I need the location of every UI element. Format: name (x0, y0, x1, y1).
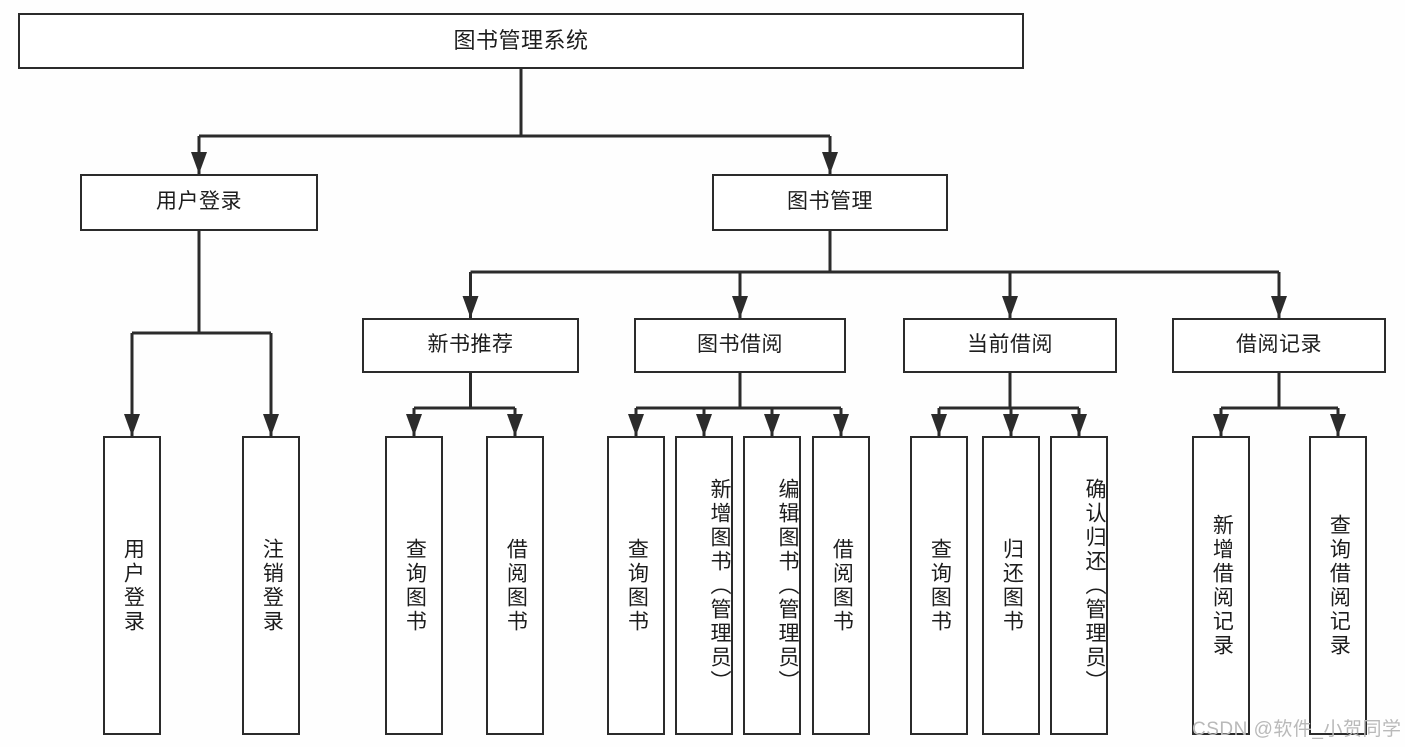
node-label: 注销登录 (260, 537, 284, 634)
edge-arrowhead (931, 414, 947, 436)
edge-arrowhead (822, 152, 838, 174)
node-bookmgmt[interactable]: 图书管理 (712, 174, 948, 231)
node-label: 编辑图书（管理员） (776, 477, 799, 694)
watermark-text: CSDN @软件_小贺同学 (1192, 719, 1402, 740)
node-label: 查询图书 (625, 537, 649, 634)
node-root[interactable]: 图书管理系统 (18, 13, 1024, 69)
node-current[interactable]: 当前借阅 (903, 318, 1117, 373)
edge-arrowhead (696, 414, 712, 436)
node-label: 查询图书 (928, 537, 952, 634)
node-l-q3[interactable]: 查询图书 (910, 436, 968, 735)
edge-arrowhead (1330, 414, 1346, 436)
node-label: 查询图书 (403, 537, 427, 634)
edge-arrowhead (191, 152, 207, 174)
node-label: 新增借阅记录 (1210, 513, 1234, 658)
node-login[interactable]: 用户登录 (80, 174, 318, 231)
node-label: 新书推荐 (427, 333, 514, 357)
edge-arrowhead (833, 414, 849, 436)
edge-arrowhead (732, 296, 748, 318)
node-l-q2[interactable]: 查询图书 (607, 436, 665, 735)
node-l-b1[interactable]: 借阅图书 (486, 436, 544, 735)
node-label: 图书管理 (787, 190, 873, 214)
edge-arrowhead (406, 414, 422, 436)
node-label: 查询借阅记录 (1327, 513, 1351, 658)
node-label: 归还图书 (1000, 537, 1024, 634)
node-label: 图书借阅 (697, 333, 783, 357)
edge-arrowhead (124, 414, 140, 436)
edge-arrowhead (1271, 296, 1287, 318)
edge-arrowhead (263, 414, 279, 436)
node-l-addrec[interactable]: 新增借阅记录 (1192, 436, 1250, 735)
edge-arrowhead (628, 414, 644, 436)
node-l-confirm[interactable]: 确认归还（管理员） (1050, 436, 1108, 735)
node-label: 借阅图书 (830, 537, 854, 634)
edge-arrowhead (1002, 296, 1018, 318)
edge-arrowhead (1213, 414, 1229, 436)
node-label: 确认归还（管理员） (1083, 477, 1106, 694)
edge-arrowhead (764, 414, 780, 436)
node-label: 用户登录 (156, 190, 242, 214)
edge-arrowhead (507, 414, 523, 436)
node-l-login[interactable]: 用户登录 (103, 436, 161, 735)
node-l-edit[interactable]: 编辑图书（管理员） (743, 436, 801, 735)
node-l-q1[interactable]: 查询图书 (385, 436, 443, 735)
edge-arrowhead (462, 296, 479, 318)
node-label: 新增图书（管理员） (708, 477, 731, 694)
node-l-logout[interactable]: 注销登录 (242, 436, 300, 735)
node-label: 借阅记录 (1236, 333, 1322, 357)
node-l-qrec[interactable]: 查询借阅记录 (1309, 436, 1367, 735)
node-label: 借阅图书 (504, 537, 528, 634)
node-label: 用户登录 (121, 537, 145, 634)
node-label: 图书管理系统 (453, 28, 589, 54)
edge-arrowhead (1071, 414, 1087, 436)
node-l-add[interactable]: 新增图书（管理员） (675, 436, 733, 735)
edge-arrowhead (1003, 414, 1019, 436)
node-l-return[interactable]: 归还图书 (982, 436, 1040, 735)
node-label: 当前借阅 (967, 333, 1053, 357)
node-records[interactable]: 借阅记录 (1172, 318, 1386, 373)
node-newrec[interactable]: 新书推荐 (362, 318, 579, 373)
node-borrow[interactable]: 图书借阅 (634, 318, 846, 373)
node-l-b2[interactable]: 借阅图书 (812, 436, 870, 735)
